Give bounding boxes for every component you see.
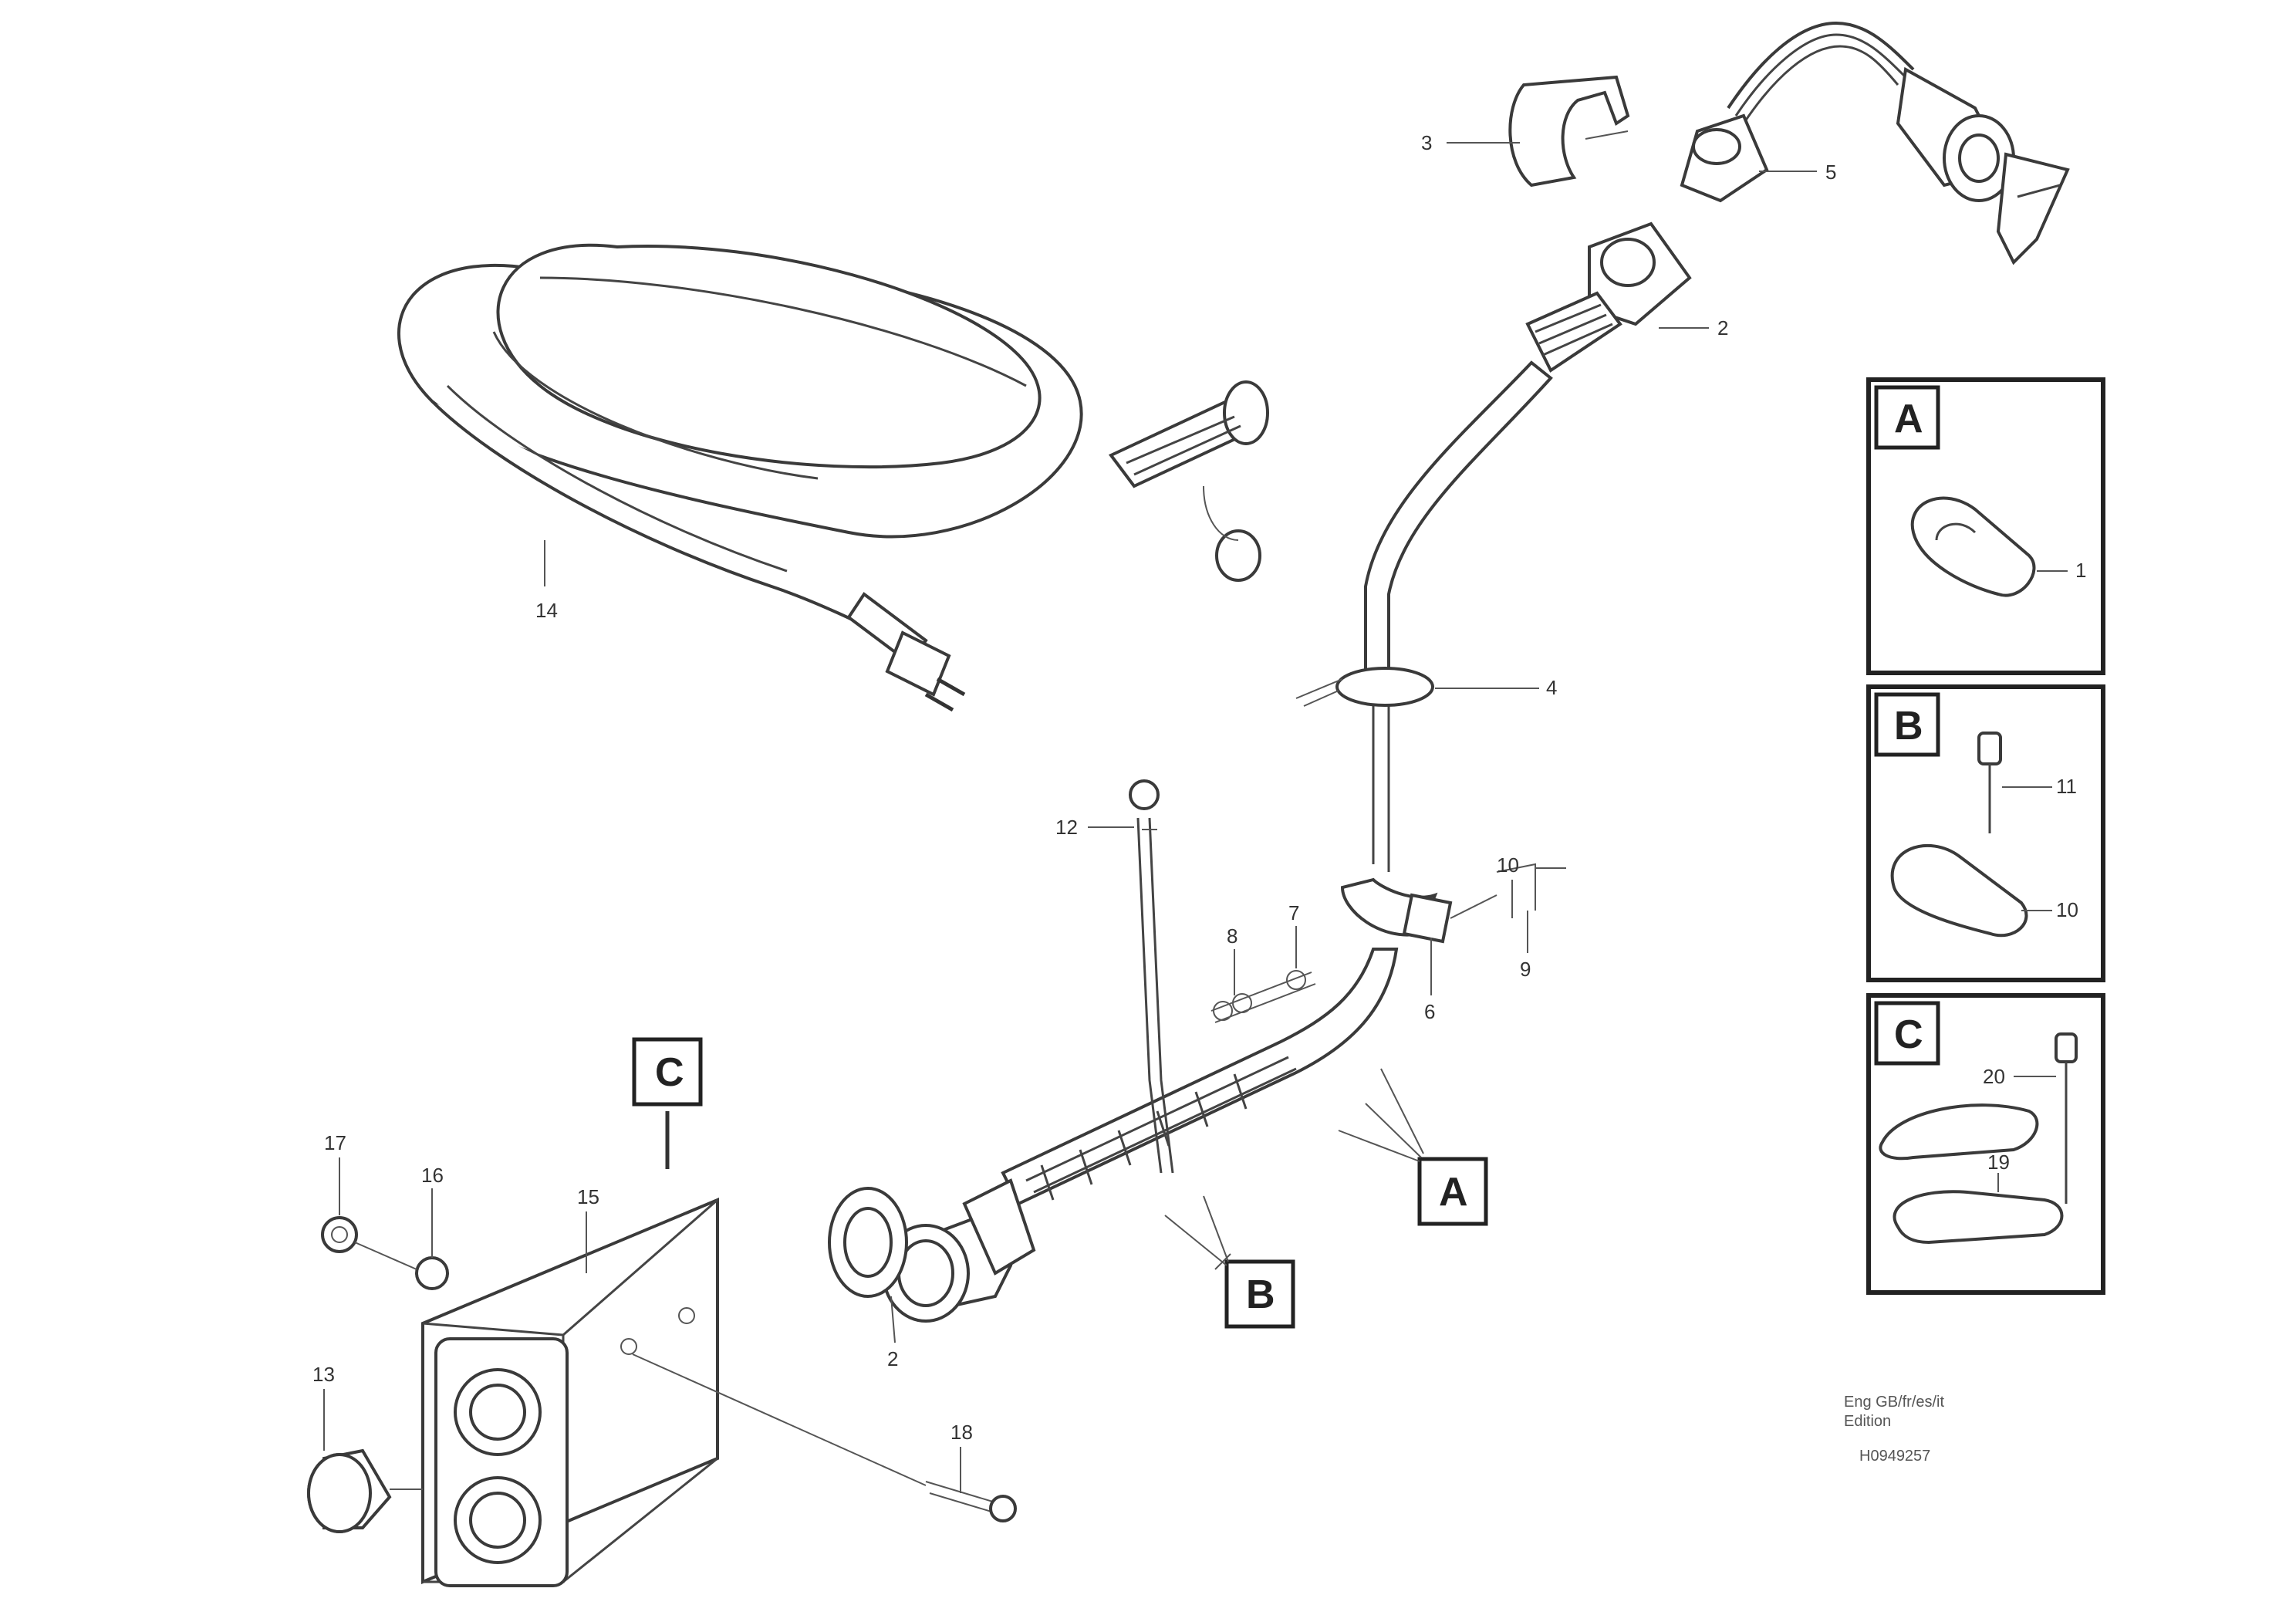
part-label-7: 7 bbox=[1288, 901, 1299, 924]
cable-socket bbox=[1108, 380, 1269, 582]
part-label-6: 6 bbox=[1424, 1000, 1435, 1023]
detail-tag-b: B bbox=[1164, 1195, 1295, 1329]
part-label-20: 20 bbox=[1983, 1065, 2005, 1088]
detail-panel-a-label: A bbox=[1894, 397, 1923, 441]
part-label-12: 12 bbox=[1055, 816, 1078, 839]
detail-tag-c: C bbox=[632, 1037, 703, 1169]
part-label-11: 11 bbox=[2056, 775, 2077, 798]
part-label-10b: 10 bbox=[2056, 898, 2078, 921]
detail-tag-c-label: C bbox=[655, 1050, 684, 1095]
part-label-15: 15 bbox=[577, 1185, 599, 1208]
top-connector-assembly: 3 5 2 4 bbox=[1001, 21, 2070, 1206]
drawing-reference: Eng GB/fr/es/it Edition H0949257 bbox=[1844, 1394, 1944, 1465]
part-label-2b: 2 bbox=[887, 1347, 898, 1370]
drawing-ref-line2: Edition bbox=[1844, 1413, 1891, 1430]
part-label-17: 17 bbox=[324, 1131, 346, 1154]
part-label-18: 18 bbox=[950, 1421, 973, 1444]
part-label-16: 16 bbox=[421, 1164, 444, 1187]
receptacle-assembly: 2 15 17 16 13 18 bbox=[307, 1131, 1036, 1587]
part-label-1: 1 bbox=[2075, 559, 2086, 582]
detail-panel-a: A 1 bbox=[1866, 377, 2105, 675]
detail-panel-b-label: B bbox=[1894, 704, 1923, 748]
part-label-4: 4 bbox=[1546, 676, 1557, 699]
detail-panel-b: B 11 10 bbox=[1866, 684, 2105, 982]
detail-tag-a-label: A bbox=[1439, 1170, 1468, 1215]
cable-plug bbox=[846, 592, 966, 712]
part-label-10: 10 bbox=[1497, 853, 1519, 877]
detail-panel-c: C 20 19 bbox=[1866, 993, 2105, 1295]
part-label-9: 9 bbox=[1520, 958, 1531, 981]
detail-panel-c-label: C bbox=[1894, 1012, 1923, 1057]
part-label-19: 19 bbox=[1987, 1151, 2010, 1174]
part-label-5: 5 bbox=[1825, 161, 1836, 184]
drawing-ref-number: H0949257 bbox=[1859, 1448, 1930, 1465]
drawing-ref-line1: Eng GB/fr/es/it bbox=[1844, 1394, 1944, 1411]
detail-tag-a: A bbox=[1338, 1068, 1488, 1226]
part-label-3: 3 bbox=[1421, 131, 1432, 154]
part-label-8: 8 bbox=[1227, 924, 1237, 948]
part-label-14: 14 bbox=[535, 599, 558, 622]
part-label-13: 13 bbox=[312, 1363, 335, 1386]
detail-tag-b-label: B bbox=[1246, 1272, 1275, 1317]
part-label-2: 2 bbox=[1717, 316, 1728, 340]
coiled-cable: 14 bbox=[397, 243, 1269, 712]
